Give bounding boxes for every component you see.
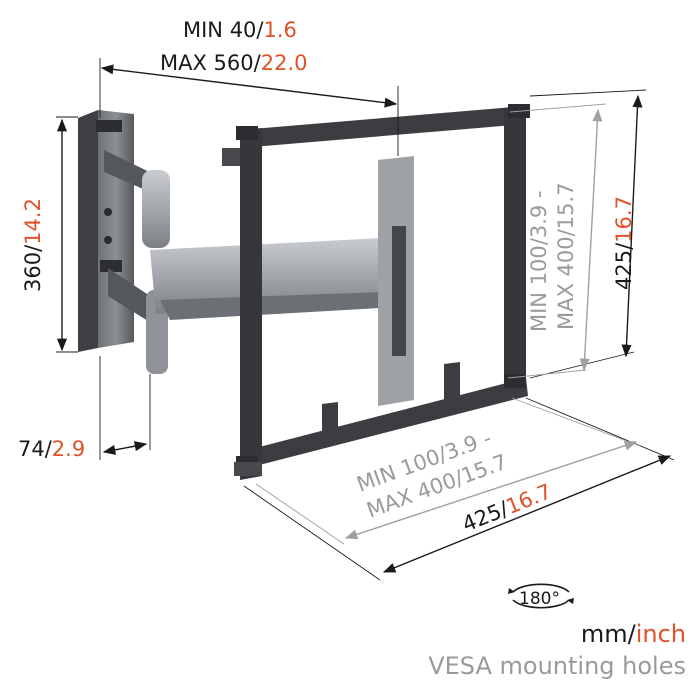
wall-plate: [78, 110, 134, 352]
swing-arm: [104, 150, 414, 406]
extension-line: [507, 369, 587, 379]
extension-line: [255, 483, 345, 545]
wall-plate-depth-label: 74/2.9: [18, 437, 85, 461]
arm-extension-max-label: MAX 560/22.0: [160, 51, 307, 75]
rotation-180-icon: 180°: [508, 583, 574, 609]
arm-extension-dimension-line: [100, 64, 398, 108]
units-inch: inch: [635, 620, 686, 648]
frame-width-dimension-line: [382, 455, 672, 573]
extension-line: [509, 103, 607, 113]
vesa-legend: VESA mounting holes: [428, 652, 686, 680]
frame-height-dimension-line: [621, 94, 643, 358]
extension-line: [243, 485, 381, 581]
vesa-frame: [222, 104, 530, 480]
vesa-vertical-dimension-line: [579, 108, 603, 372]
extension-line: [511, 397, 641, 447]
units-legend: mm/inch: [581, 620, 686, 648]
extension-line: [529, 89, 647, 97]
frame-height-label: 425/16.7: [612, 196, 636, 290]
units-mm: mm/: [580, 620, 636, 648]
vesa-vertical-label-line1: MIN 100/3.9 -: [527, 190, 551, 332]
wall-plate-depth-dimension-line: [102, 441, 148, 455]
wall-plate-height-label: 360/14.2: [21, 198, 45, 292]
vesa-vertical-label-line2: MAX 400/15.7: [554, 183, 578, 330]
arm-extension-min-label: MIN 40/1.6: [183, 18, 297, 42]
rotation-label: 180°: [519, 589, 560, 609]
extension-line: [525, 397, 675, 461]
vesa-horizontal-dimension-line: [344, 440, 638, 540]
